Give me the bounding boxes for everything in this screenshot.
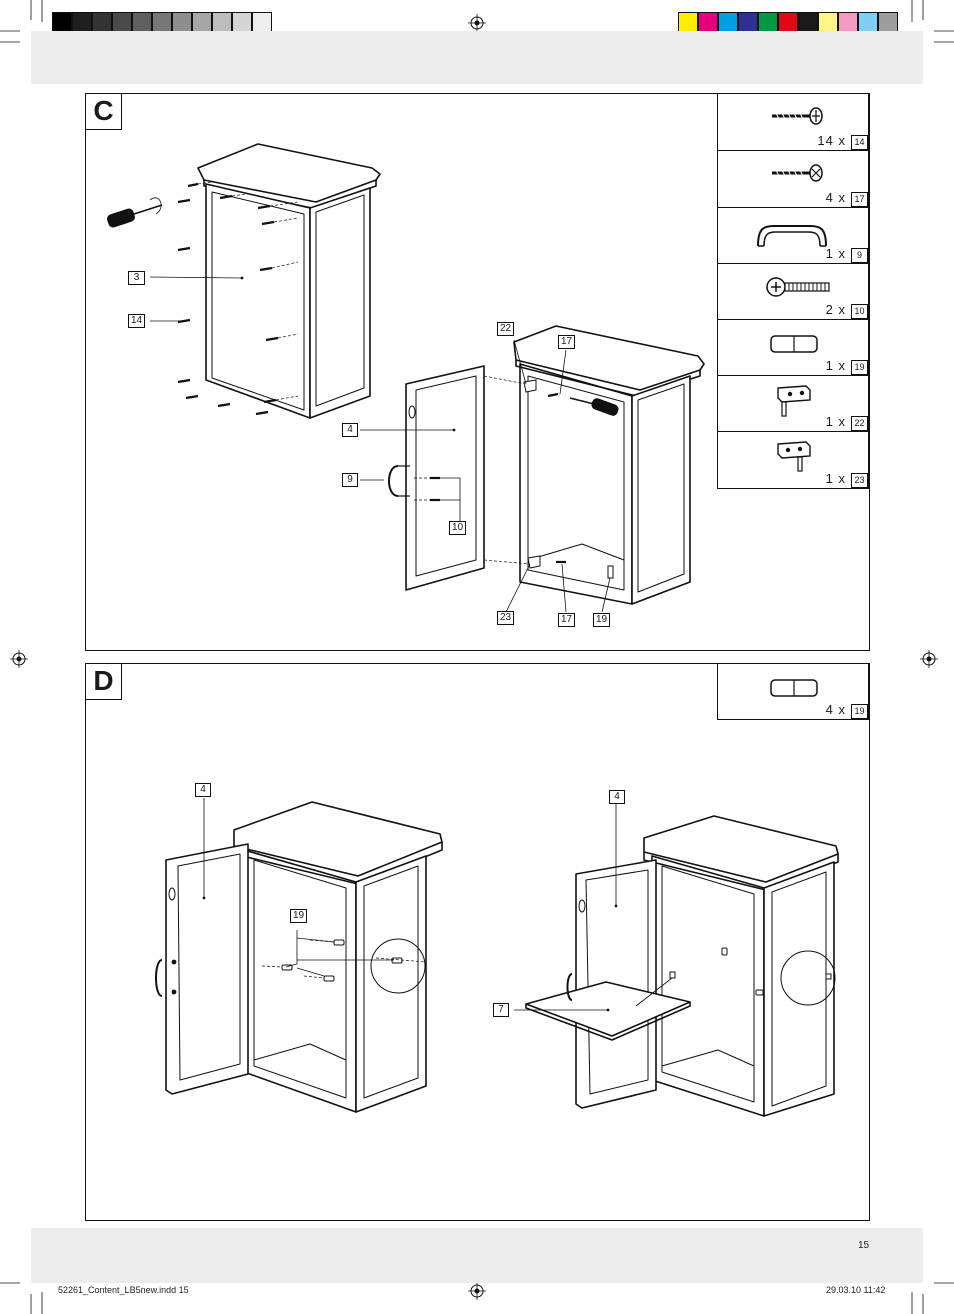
footer-band	[31, 1228, 923, 1283]
part-callout: 4	[342, 423, 358, 437]
part-cell: 1 x 9	[717, 207, 869, 264]
registration-mark-icon	[10, 650, 28, 668]
section-c-letter: C	[85, 93, 122, 130]
part-callout: 14	[128, 314, 145, 328]
page-number: 15	[858, 1240, 870, 1251]
registration-mark-icon	[468, 14, 486, 32]
part-cell: 4 x 17	[717, 150, 869, 208]
part-callout: 3	[128, 271, 145, 285]
color-bar	[678, 0, 904, 36]
part-qty: 1 x	[825, 471, 846, 486]
part-number: 23	[851, 473, 868, 488]
part-cell: 1 x 23	[717, 431, 869, 489]
handle-icon	[757, 225, 827, 247]
header-band	[31, 31, 923, 84]
part-callout: 9	[342, 473, 358, 487]
part-number: 22	[851, 416, 868, 431]
part-callout: 19	[290, 909, 307, 923]
part-callout: 7	[493, 1003, 509, 1017]
slug-file: 52261_Content_LB5new.indd 15	[58, 1285, 189, 1295]
cabinet-dowel-drawing	[155, 798, 443, 1113]
part-cell: 4 x 19	[717, 663, 869, 720]
part-callout: 10	[449, 521, 466, 535]
cabinet-door-drawing	[360, 325, 705, 613]
part-number: 9	[851, 248, 868, 263]
part-cell: 1 x 19	[717, 319, 869, 376]
dowel-icon	[770, 335, 818, 353]
wood-screw-icon	[772, 164, 823, 182]
part-callout: 4	[195, 783, 211, 797]
section-d-letter: D	[85, 663, 122, 700]
part-qty: 4 x	[825, 702, 846, 717]
part-qty: 14 x	[817, 133, 846, 148]
part-callout: 17	[558, 335, 575, 349]
hinge-bracket-icon	[777, 441, 811, 472]
gray-scale-bar	[52, 0, 278, 36]
part-number: 10	[851, 304, 868, 319]
part-number: 19	[851, 360, 868, 375]
part-callout: 23	[497, 611, 514, 625]
part-callout: 22	[497, 322, 514, 336]
part-cell: 1 x 22	[717, 375, 869, 432]
part-number: 14	[851, 135, 868, 150]
part-callout: 4	[609, 790, 625, 804]
part-number: 19	[851, 704, 868, 719]
cabinet-shelf-drawing	[514, 798, 839, 1117]
part-qty: 2 x	[825, 302, 846, 317]
hinge-bracket-icon	[777, 385, 811, 417]
registration-mark-icon	[920, 650, 938, 668]
machine-screw-icon	[766, 277, 830, 297]
part-cell: 2 x 10	[717, 263, 869, 320]
part-callout: 17	[558, 613, 575, 627]
wood-screw-icon	[772, 107, 823, 125]
cabinet-back-drawing	[107, 143, 381, 419]
part-qty: 1 x	[825, 414, 846, 429]
part-callout: 19	[593, 613, 610, 627]
part-number: 17	[851, 192, 868, 207]
part-qty: 4 x	[825, 190, 846, 205]
part-cell: 14 x 14	[717, 93, 869, 151]
dowel-icon	[770, 679, 818, 697]
part-qty: 1 x	[825, 246, 846, 261]
slug-date: 29.03.10 11:42	[826, 1285, 886, 1295]
registration-mark-icon	[468, 1282, 486, 1300]
part-qty: 1 x	[825, 358, 846, 373]
